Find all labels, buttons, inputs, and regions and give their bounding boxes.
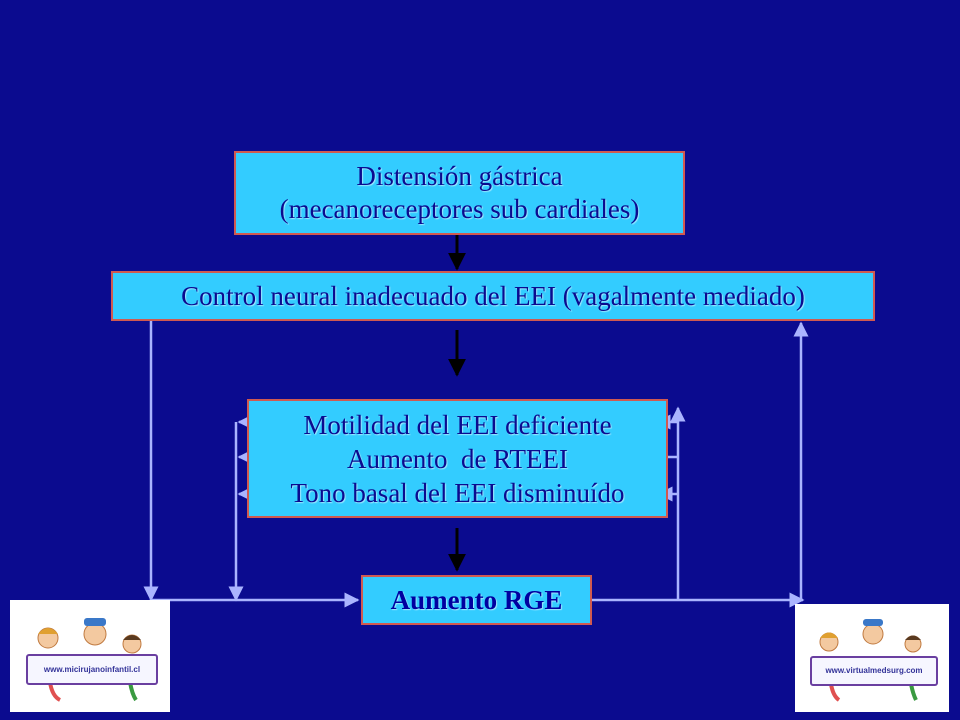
- box-gastric-distension: Distensión gástrica (mecanoreceptores su…: [234, 151, 685, 235]
- box1-line1: Distensión gástrica: [356, 161, 563, 191]
- box3-line2: Aumento de RTEEI: [346, 443, 569, 474]
- box1-line2: (mecanoreceptores sub cardiales): [279, 194, 640, 224]
- kids-illustration-icon: [37, 618, 142, 702]
- box2-line1: Control neural inadecuado del EEI (vagal…: [181, 280, 805, 311]
- logo-left: www.micirujanoinfantil.cl: [10, 600, 170, 712]
- box3-line3: Tono basal del EEI disminuído: [290, 477, 625, 508]
- box4-line1: Aumento RGE: [390, 584, 563, 615]
- box3-line1: Motilidad del EEI deficiente: [303, 409, 612, 440]
- logo-left-url: www.micirujanoinfantil.cl: [26, 653, 158, 685]
- kids-illustration-icon: [819, 619, 922, 702]
- box-eei-motility: Motilidad del EEI deficiente Aumento de …: [247, 399, 668, 518]
- logo-right-url: www.virtualmedsurg.com: [810, 655, 938, 686]
- box-rge-increase: Aumento RGE: [361, 575, 592, 625]
- box-neural-control: Control neural inadecuado del EEI (vagal…: [111, 271, 875, 321]
- logo-right: www.virtualmedsurg.com: [795, 604, 949, 712]
